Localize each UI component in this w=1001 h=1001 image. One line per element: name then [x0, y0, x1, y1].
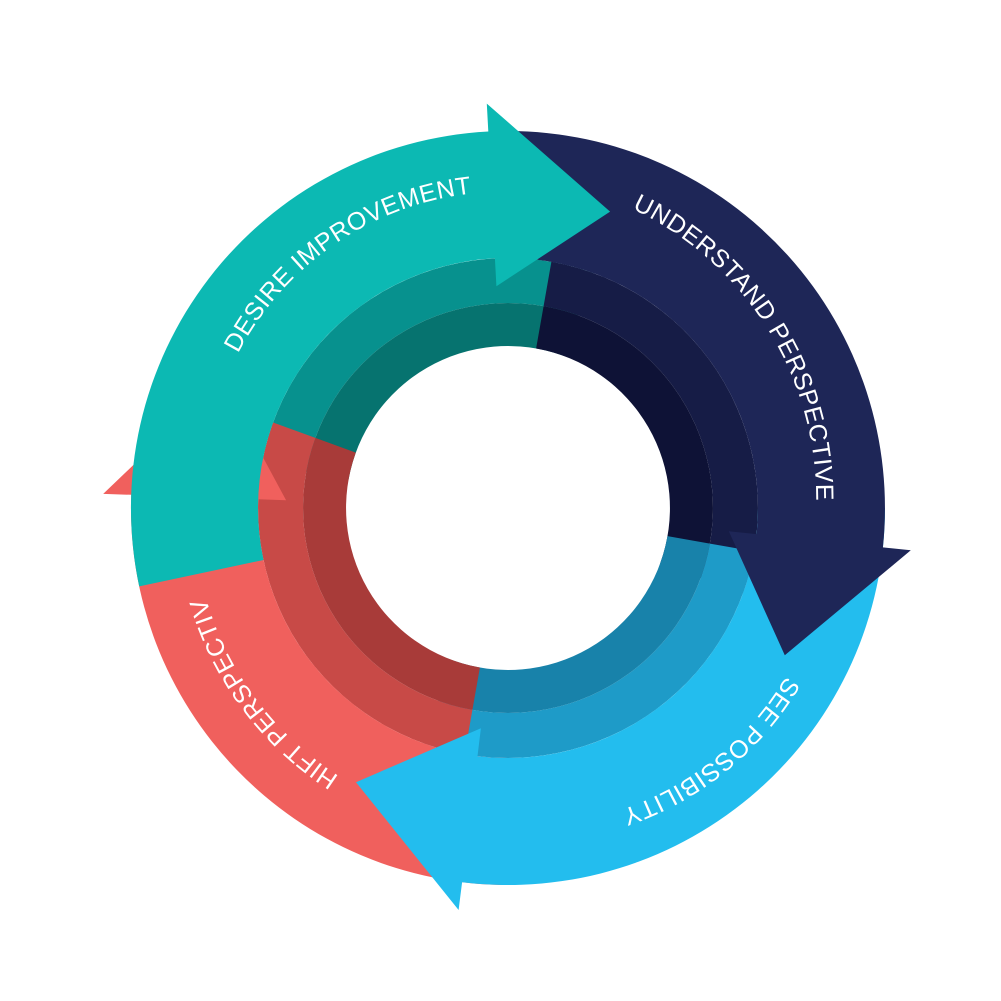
arrow-desire-improvement [130, 103, 611, 587]
inner-band-shift-inner [303, 437, 480, 710]
arrow-see-possibility [356, 508, 885, 910]
arrow-understand-perspective [508, 131, 911, 656]
inner-band-shift-outer [258, 422, 473, 755]
inner-band-shift [258, 422, 480, 755]
